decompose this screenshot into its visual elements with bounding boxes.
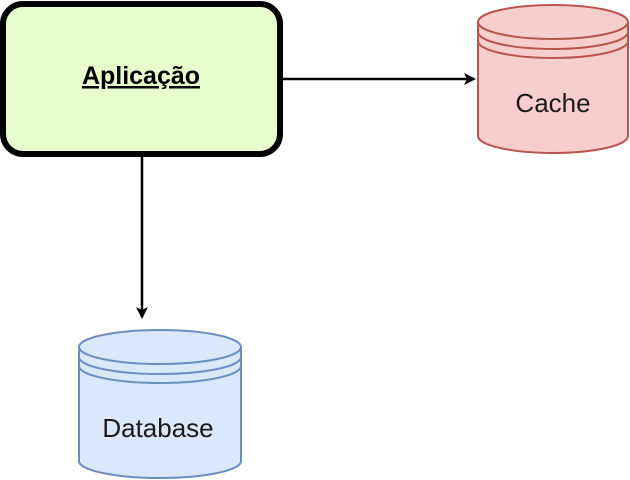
database-cylinder-top <box>78 329 242 365</box>
cache-cylinder-ring-1 <box>477 31 629 50</box>
application-box <box>0 1 283 157</box>
database-cylinder-ring-2 <box>78 365 242 384</box>
database-cylinder-ring-1 <box>78 356 242 375</box>
cache-cylinder-body <box>477 22 629 154</box>
cache-cylinder-top <box>477 4 629 40</box>
cache-cylinder-ring-2 <box>477 40 629 59</box>
cache-label: Cache <box>515 88 590 118</box>
node-cache[interactable]: Cache <box>477 4 629 154</box>
node-application[interactable]: Aplicação <box>0 1 283 157</box>
application-label: Aplicação <box>82 62 200 90</box>
database-label: Database <box>102 413 213 443</box>
node-database[interactable]: Database <box>78 329 242 479</box>
database-cylinder-body <box>78 347 242 479</box>
